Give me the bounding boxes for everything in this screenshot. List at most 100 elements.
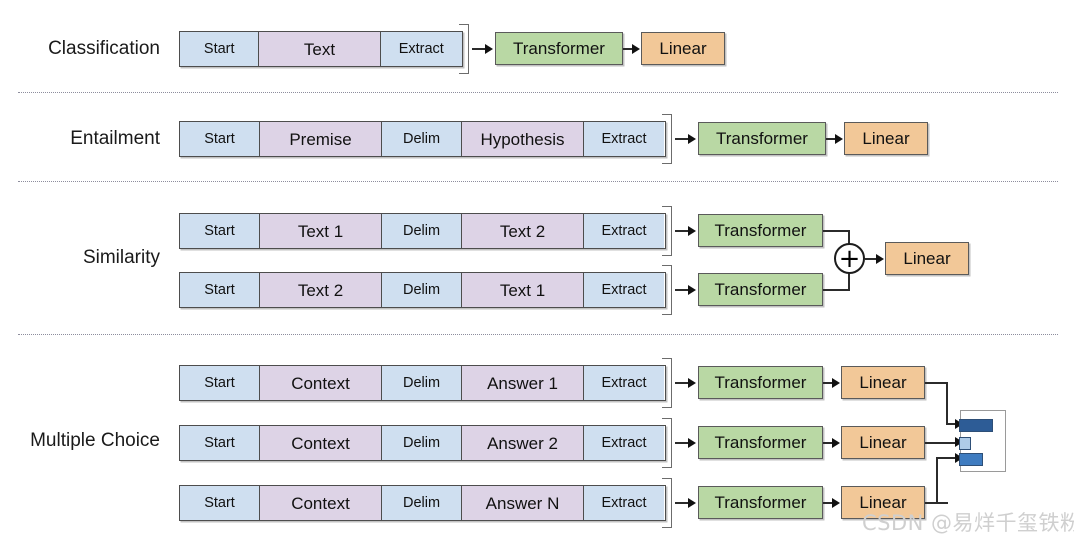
- connector-line: [946, 423, 958, 425]
- task-label-entailment: Entailment: [70, 128, 160, 149]
- group-bracket: [662, 206, 672, 256]
- token-sequence: Start Context Delim Answer 1 Extract: [179, 365, 666, 401]
- linear-box: Linear: [841, 366, 925, 399]
- connector-line: [925, 442, 958, 444]
- token-delim: Delim: [382, 486, 462, 520]
- token-extract: Extract: [584, 486, 664, 520]
- connector-line: [675, 442, 689, 444]
- arrow-head: [832, 378, 840, 388]
- token-delim: Delim: [382, 214, 462, 248]
- arrow-head: [835, 134, 843, 144]
- arrow-head: [688, 438, 696, 448]
- token-extract: Extract: [584, 273, 664, 307]
- token-text-2: Text 2: [260, 273, 382, 307]
- softmax-bar-chart: [959, 410, 1006, 472]
- linear-box: Linear: [641, 32, 725, 65]
- task-label-classification: Classification: [48, 38, 160, 59]
- linear-box: Linear: [885, 242, 969, 275]
- transformer-box: Transformer: [698, 426, 823, 459]
- connector-line: [675, 289, 689, 291]
- arrow-head: [632, 44, 640, 54]
- arrow-head: [688, 285, 696, 295]
- arrow-head: [688, 226, 696, 236]
- token-delim: Delim: [382, 122, 462, 156]
- token-extract: Extract: [584, 366, 664, 400]
- bar-option-3: [959, 453, 983, 466]
- transformer-box: Transformer: [698, 122, 826, 155]
- connector-line: [865, 258, 880, 260]
- connector-line: [823, 382, 835, 384]
- task-label-multiple-choice: Multiple Choice: [30, 430, 160, 451]
- transformer-box: Transformer: [495, 32, 623, 65]
- connector-line: [823, 442, 835, 444]
- token-answer: Answer N: [462, 486, 584, 520]
- bar-option-2: [959, 437, 971, 450]
- token-sequence: Start Text 2 Delim Text 1 Extract: [179, 272, 666, 308]
- token-extract: Extract: [584, 426, 664, 460]
- token-start: Start: [180, 122, 260, 156]
- linear-box: Linear: [841, 426, 925, 459]
- connector-line: [675, 502, 689, 504]
- transformer-box: Transformer: [698, 366, 823, 399]
- transformer-box: Transformer: [698, 214, 823, 247]
- token-context: Context: [260, 366, 382, 400]
- token-context: Context: [260, 426, 382, 460]
- watermark-text: CSDN @易烊千玺铁粉: [862, 511, 1074, 535]
- connector-line: [823, 502, 835, 504]
- connector-line: [848, 230, 850, 246]
- token-delim: Delim: [382, 426, 462, 460]
- token-hypothesis: Hypothesis: [462, 122, 584, 156]
- arrow-head: [688, 498, 696, 508]
- connector-line: [848, 273, 850, 290]
- linear-box: Linear: [844, 122, 928, 155]
- token-premise: Premise: [260, 122, 382, 156]
- connector-line: [823, 230, 850, 232]
- token-sequence: Start Context Delim Answer N Extract: [179, 485, 666, 521]
- connector-line: [675, 138, 689, 140]
- token-sequence: Start Text 1 Delim Text 2 Extract: [179, 213, 666, 249]
- token-start: Start: [180, 426, 260, 460]
- transformer-box: Transformer: [698, 273, 823, 306]
- token-extract: Extract: [584, 214, 664, 248]
- token-answer: Answer 2: [462, 426, 584, 460]
- connector-line: [472, 48, 486, 50]
- token-extract: Extract: [380, 32, 462, 66]
- token-delim: Delim: [382, 273, 462, 307]
- connector-line: [675, 230, 689, 232]
- group-bracket: [662, 418, 672, 468]
- connector-line: [936, 458, 938, 503]
- arrow-head: [688, 378, 696, 388]
- connector-line: [936, 457, 958, 459]
- token-start: Start: [180, 486, 260, 520]
- token-start: Start: [180, 366, 260, 400]
- arrow-head: [832, 438, 840, 448]
- token-sequence: Start Premise Delim Hypothesis Extract: [179, 121, 666, 157]
- transformer-box: Transformer: [698, 486, 823, 519]
- group-bracket: [459, 24, 469, 74]
- separator-3: [18, 334, 1058, 335]
- arrow-head: [876, 254, 884, 264]
- arrow-head: [688, 134, 696, 144]
- linear-box: Linear: [841, 486, 925, 519]
- bar-option-1: [959, 419, 993, 432]
- token-start: Start: [180, 273, 260, 307]
- sum-node: +: [834, 243, 865, 274]
- connector-line: [826, 138, 838, 140]
- token-answer: Answer 1: [462, 366, 584, 400]
- group-bracket: [662, 358, 672, 408]
- group-bracket: [662, 478, 672, 528]
- token-start: Start: [180, 214, 260, 248]
- arrow-head: [485, 44, 493, 54]
- connector-line: [623, 48, 635, 50]
- task-label-similarity: Similarity: [82, 247, 160, 268]
- token-delim: Delim: [382, 366, 462, 400]
- token-text-1: Text 1: [462, 273, 584, 307]
- separator-1: [18, 92, 1058, 93]
- token-sequence: Start Text Extract: [179, 31, 463, 67]
- group-bracket: [662, 265, 672, 315]
- connector-line: [925, 382, 948, 384]
- token-start: Start: [180, 32, 260, 66]
- token-text-1: Text 1: [260, 214, 382, 248]
- connector-line: [675, 382, 689, 384]
